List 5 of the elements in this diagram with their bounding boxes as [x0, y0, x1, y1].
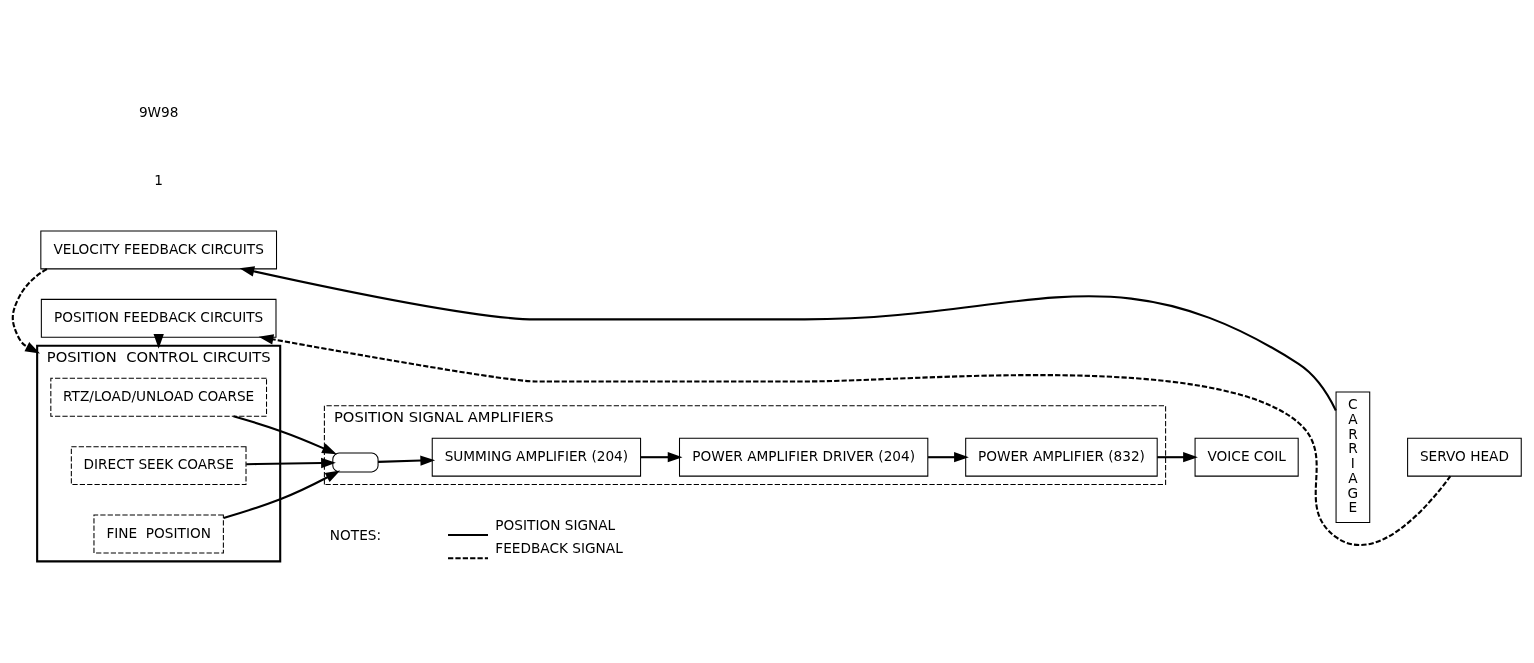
label: 9W98 — [138, 103, 179, 120]
legend-label: FEEDBACK SIGNAL — [495, 539, 623, 556]
label: NOTES: — [329, 526, 382, 543]
label: 1 — [154, 171, 164, 188]
legend-label: POSITION SIGNAL — [495, 516, 616, 533]
